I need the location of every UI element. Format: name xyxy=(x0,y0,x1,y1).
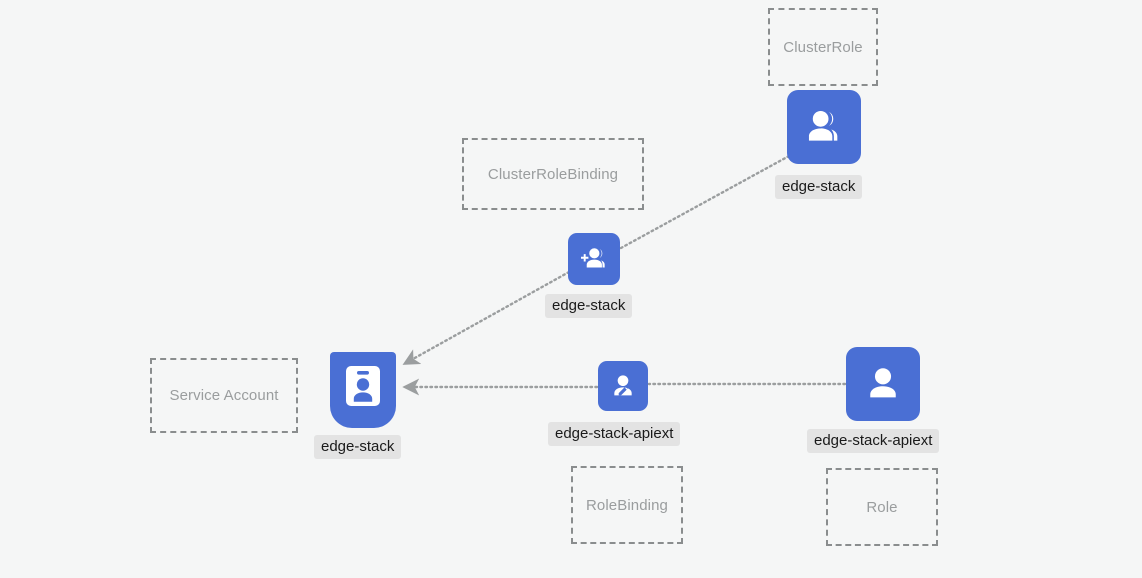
group-box-role-binding: RoleBinding xyxy=(571,466,683,544)
clusterrolebinding-icon-tile[interactable] xyxy=(568,233,620,285)
role-name-chip: edge-stack-apiext xyxy=(807,429,940,454)
edge-clusterrole-to-clusterrolebinding xyxy=(619,154,791,250)
group-label-role-binding: RoleBinding xyxy=(586,496,668,514)
group-people-icon xyxy=(801,104,847,150)
group-box-cluster-role: ClusterRole xyxy=(768,8,878,86)
person-icon xyxy=(860,361,906,407)
serviceaccount-icon-tile[interactable] xyxy=(330,352,396,428)
clusterrole-name-chip: edge-stack xyxy=(775,175,863,200)
clusterrole-icon-tile[interactable] xyxy=(787,90,861,164)
id-badge-person-icon xyxy=(343,362,383,410)
group-box-cluster-role-binding: ClusterRoleBinding xyxy=(462,138,644,210)
group-box-role: Role xyxy=(826,468,938,546)
role-icon-tile[interactable] xyxy=(846,347,920,421)
group-label-service-account: Service Account xyxy=(169,387,279,404)
serviceaccount-name-chip: edge-stack xyxy=(314,435,402,460)
rolebinding-name-chip: edge-stack-apiext xyxy=(548,422,681,447)
group-box-service-account: Service Account xyxy=(150,358,298,433)
edge-clusterrolebinding-to-serviceaccount xyxy=(402,270,571,366)
rolebinding-icon-tile[interactable] xyxy=(598,361,648,411)
add-group-people-icon xyxy=(578,243,610,275)
group-label-role: Role xyxy=(866,498,898,516)
group-label-cluster-role: ClusterRole xyxy=(783,38,863,56)
person-edit-icon xyxy=(607,370,639,402)
clusterrolebinding-name-chip: edge-stack xyxy=(545,294,633,319)
group-label-cluster-role-binding: ClusterRoleBinding xyxy=(487,165,619,183)
